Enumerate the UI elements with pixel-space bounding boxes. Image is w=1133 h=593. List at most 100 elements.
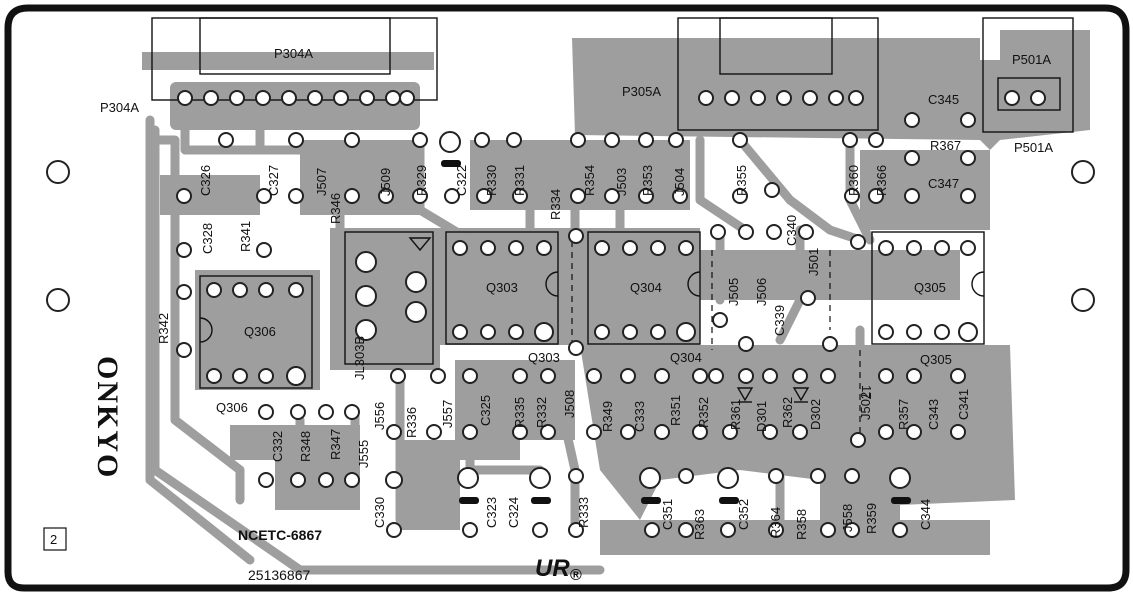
- designator-c325: C325: [478, 395, 493, 426]
- q304-body-label: Q304: [630, 280, 662, 295]
- pad: [904, 112, 920, 128]
- p304a-outline-label: P304A: [274, 46, 313, 61]
- pad: [206, 368, 222, 384]
- pad: [536, 240, 552, 256]
- pad: [678, 468, 694, 484]
- designator-r342: R342: [156, 313, 171, 344]
- pad: [318, 404, 334, 420]
- designator-c343: C343: [926, 399, 941, 430]
- designator-r332: R332: [534, 397, 549, 428]
- pad: [512, 368, 528, 384]
- pad: [960, 150, 976, 166]
- pad: [638, 188, 654, 204]
- pad: [620, 368, 636, 384]
- pad: [508, 240, 524, 256]
- pad: [344, 472, 360, 488]
- designator-j502: J502: [858, 392, 873, 420]
- designator-r349: R349: [600, 401, 615, 432]
- designator-c326: C326: [198, 165, 213, 196]
- designator-c352: C352: [736, 499, 751, 530]
- q303-body-label: Q303: [486, 280, 518, 295]
- designator-c330: C330: [372, 497, 387, 528]
- pad: [868, 188, 884, 204]
- pad: [792, 368, 808, 384]
- q306-outline: [199, 275, 313, 389]
- designator-c322: C322: [454, 165, 469, 196]
- pad: [764, 182, 780, 198]
- pad: [412, 132, 428, 148]
- pad: [768, 522, 784, 538]
- p501a-inner: [997, 77, 1061, 111]
- mount-hole-right-bottom: [1071, 288, 1095, 312]
- designator-j503: J503: [614, 168, 629, 196]
- pad: [906, 424, 922, 440]
- p304a-inner: [199, 17, 391, 75]
- pad: [176, 242, 192, 258]
- designator-j558: J558: [840, 504, 855, 532]
- pad: [512, 424, 528, 440]
- designator-r357: R357: [896, 399, 911, 430]
- designator-r333: R333: [576, 497, 591, 528]
- q303-pin1: [534, 322, 554, 342]
- pad: [255, 90, 271, 106]
- q306-pin1: [286, 366, 306, 386]
- pad: [848, 90, 864, 106]
- q305-body-label: Q305: [914, 280, 946, 295]
- labels: P304A P304A P305A P501A P501A Q303 Q303 …: [43, 46, 1053, 584]
- designator-r364: R364: [768, 507, 783, 538]
- designator-r359: R359: [864, 503, 879, 534]
- q305-outline: [871, 231, 985, 345]
- designator-c344: C344: [918, 499, 933, 530]
- pad: [474, 132, 490, 148]
- pad: [776, 90, 792, 106]
- pad: [540, 368, 556, 384]
- pad: [762, 424, 778, 440]
- pad: [906, 240, 922, 256]
- jl303b-outline: [344, 231, 434, 365]
- pad: [344, 404, 360, 420]
- pad: [732, 188, 748, 204]
- pad: [638, 132, 654, 148]
- pad: [810, 468, 826, 484]
- q305-pin1: [958, 322, 978, 342]
- pad: [540, 424, 556, 440]
- pad: [258, 472, 274, 488]
- pad: [904, 150, 920, 166]
- q304-below-label: Q304: [670, 350, 702, 365]
- designator-c324: C324: [506, 497, 521, 528]
- pad: [822, 336, 838, 352]
- pad: [229, 90, 245, 106]
- pad: [344, 132, 360, 148]
- mount-hole-right-top: [1071, 160, 1095, 184]
- designator-c333: C333: [632, 401, 647, 432]
- designator-j506: J506: [754, 278, 769, 306]
- d301-symbol: [736, 387, 754, 402]
- pad: [768, 468, 784, 484]
- pad: [176, 342, 192, 358]
- pad: [692, 368, 708, 384]
- q304-outline: [587, 231, 701, 345]
- pad: [568, 468, 584, 484]
- designator-c327: C327: [266, 165, 281, 196]
- pad: [844, 188, 860, 204]
- pad: [654, 424, 670, 440]
- electrolytic-pads: [286, 131, 978, 504]
- designator-c328: C328: [200, 223, 215, 254]
- designator-j504: J504: [672, 168, 687, 196]
- designator-j508: J508: [562, 390, 577, 418]
- pad: [206, 282, 222, 298]
- jl303b-pad-3: [355, 319, 377, 341]
- designator-c332: C332: [270, 431, 285, 462]
- pad: [960, 240, 976, 256]
- pad: [1030, 90, 1046, 106]
- pad: [452, 240, 468, 256]
- pad: [586, 368, 602, 384]
- pad: [430, 368, 446, 384]
- pad: [678, 522, 694, 538]
- pad: [594, 240, 610, 256]
- page-marker-box: [43, 527, 67, 551]
- designator-r360: R360: [846, 165, 861, 196]
- p305a-label: P305A: [622, 84, 661, 99]
- ur-logo-mark: ®: [570, 567, 582, 584]
